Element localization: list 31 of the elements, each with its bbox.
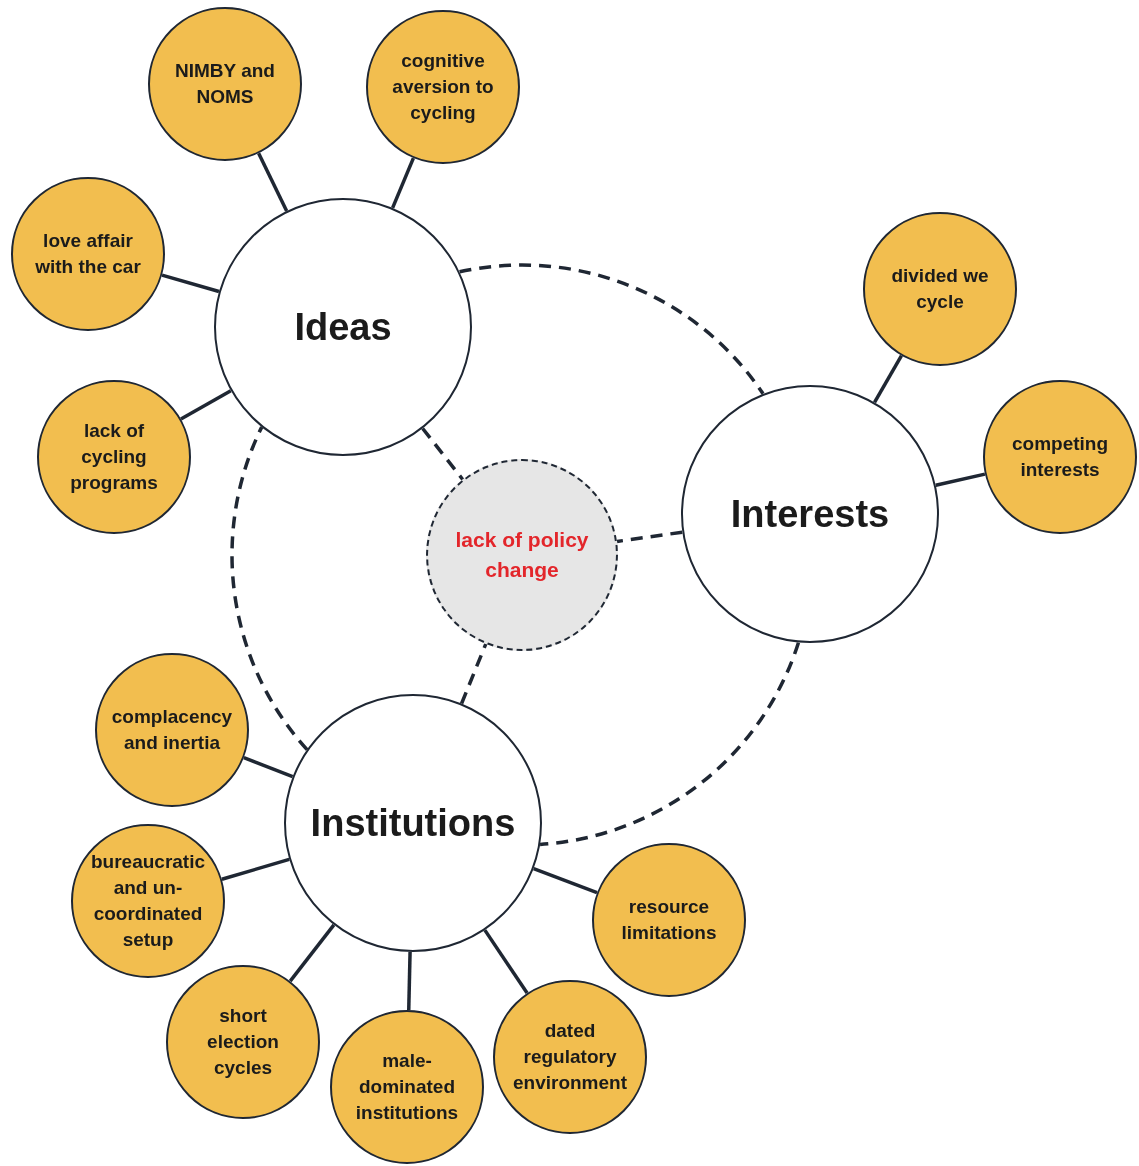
connector-line <box>407 951 412 1011</box>
connector-line <box>533 867 598 895</box>
node-label: lack of cycling programs <box>69 419 159 495</box>
node-label: Interests <box>730 491 890 537</box>
node-label: Ideas <box>294 304 392 350</box>
node-label: cognitive aversion to cycling <box>391 49 495 125</box>
connector-line <box>161 273 220 294</box>
connector-line <box>243 756 294 779</box>
connector-line <box>391 157 415 209</box>
dashed-connector <box>230 426 309 751</box>
connector-line <box>873 354 903 404</box>
node-label: male-dominated institutions <box>354 1049 460 1125</box>
node-label: dated regulatory environment <box>512 1019 628 1095</box>
node-label: NIMBY and NOMS <box>174 59 276 109</box>
dashed-connector <box>459 643 488 705</box>
connector-line <box>257 152 289 212</box>
node-label: bureaucratic and un-coordinated setup <box>89 850 206 952</box>
connector-line <box>288 923 336 983</box>
node-label: resource limitations <box>620 895 718 945</box>
connector-line <box>483 929 529 995</box>
node-label: short election cycles <box>206 1004 280 1080</box>
node-label: lack of policy change <box>454 527 590 583</box>
dashed-connector <box>459 263 765 395</box>
node-label: love affair with the car <box>34 229 142 279</box>
node-label: Institutions <box>310 800 516 846</box>
node-label: competing interests <box>1010 432 1110 482</box>
node-label: divided we cycle <box>890 264 990 314</box>
node-label: complacency and inertia <box>110 705 234 755</box>
dashed-connector <box>421 427 465 481</box>
connector-line <box>180 389 232 421</box>
connector-line <box>221 857 290 881</box>
